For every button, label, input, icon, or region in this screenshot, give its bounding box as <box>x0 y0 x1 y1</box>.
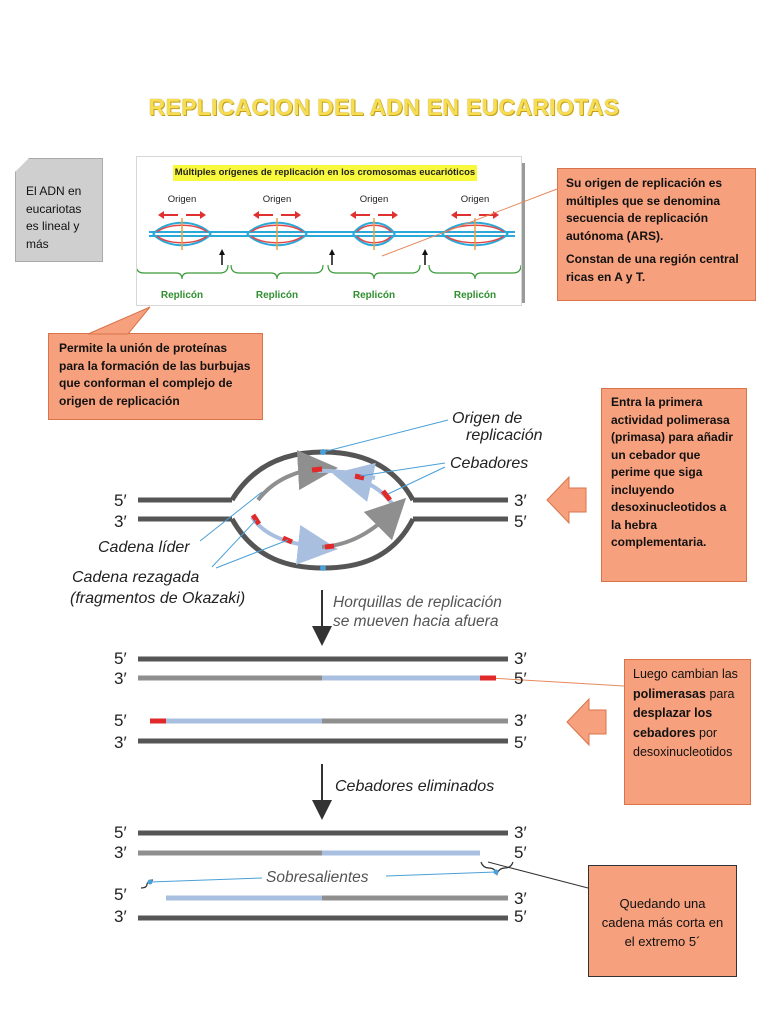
label-5-f: 5′ <box>514 733 527 752</box>
note-ars-text-1: Su origen de replicación es múltiples qu… <box>566 176 723 243</box>
label-3-b: 3′ <box>514 491 527 510</box>
fork-arrowhead-left <box>158 211 164 219</box>
pointer-line-corta <box>487 861 589 889</box>
label-5-g: 5′ <box>114 823 127 842</box>
label-3-a: 3′ <box>114 512 127 531</box>
label-5-h: 5′ <box>514 843 527 862</box>
fork-arrowhead-left <box>253 211 259 219</box>
note-adn-lineal: El ADN en eucariotas es lineal y más <box>15 158 103 262</box>
label-horquillas-2: se mueven hacia afuera <box>333 613 499 630</box>
end-labels: 5′ 3′ 3′ 5′ 5′ 3′ 3′ 5′ 5′ 3′ 3′ 5′ 5′ 3… <box>114 491 527 926</box>
pointer-line-ars <box>381 188 558 257</box>
strands-after-forks <box>138 656 508 744</box>
label-5-d: 5′ <box>514 669 527 688</box>
fork-arrowhead-right <box>295 211 301 219</box>
label-3-i: 3′ <box>114 907 127 926</box>
label-5-c: 5′ <box>114 649 127 668</box>
figure-multiple-origins: Múltiples orígenes de replicación en los… <box>136 156 525 306</box>
page-title: REPLICACION DEL ADN EN EUCARIOTAS <box>148 94 620 120</box>
note-ars-text-2: Constan de una región central ricas en A… <box>566 252 739 284</box>
replicon-brace <box>230 264 324 280</box>
fork-arrowhead-right <box>200 211 206 219</box>
fork-arrowhead-left <box>451 211 457 219</box>
label-3-c: 3′ <box>114 669 127 688</box>
replicon-label: Replicón <box>454 290 496 301</box>
origin-label: Origen <box>461 194 490 205</box>
figure-header: Múltiples orígenes de replicación en los… <box>173 165 477 181</box>
label-cadena-rezagada-1: Cadena rezagada <box>72 569 199 586</box>
note-polimerasas: Luego cambian las polimerasas para despl… <box>624 659 751 805</box>
replicon-label: Replicón <box>161 290 203 301</box>
fork-arrowhead-left <box>350 211 356 219</box>
replicon-label: Replicón <box>256 290 298 301</box>
label-cadena-lider: Cadena líder <box>98 539 190 556</box>
replicon-brace <box>327 264 421 280</box>
label-5-e: 5′ <box>114 711 127 730</box>
origin-label: Origen <box>360 194 389 205</box>
replicon-brace <box>137 264 229 280</box>
note-proteinas: Permite la unión de proteínas para la fo… <box>48 333 263 420</box>
replicon-brace <box>428 264 521 280</box>
label-3-e: 3′ <box>114 733 127 752</box>
label-cebadores-eliminados: Cebadores eliminados <box>335 778 494 795</box>
label-5-b: 5′ <box>514 512 527 531</box>
label-cadena-rezagada-2: (fragmentos de Okazaki) <box>70 590 245 607</box>
callout-pointer-proteinas <box>87 306 151 335</box>
label-5-i: 5′ <box>114 885 127 904</box>
between-arrowhead <box>329 249 335 255</box>
polimerasas-text-4: desplazar los cebadores <box>633 706 713 740</box>
figure-shadow <box>522 163 525 303</box>
label-3-j: 3′ <box>514 889 527 908</box>
origin-label: Origen <box>263 194 292 205</box>
label-5-a: 5′ <box>114 491 127 510</box>
block-arrow-2 <box>566 697 607 747</box>
label-3-h: 3′ <box>514 823 527 842</box>
replication-bubble <box>138 419 508 571</box>
polimerasas-text-3: para <box>705 686 735 701</box>
note-primasa: Entra la primera actividad polimerasa (p… <box>601 388 747 582</box>
note-cadena-corta: Quedando una cadena más corta en el extr… <box>588 865 737 977</box>
note-ars: Su origen de replicación es múltiples qu… <box>557 168 756 301</box>
between-arrowhead <box>219 249 225 255</box>
pointer-line-polimerasas <box>489 677 625 687</box>
strands-primers-removed <box>138 830 514 921</box>
block-arrow-1 <box>546 475 587 525</box>
label-3-f: 3′ <box>514 711 527 730</box>
label-origen-1: Origen de <box>452 410 522 427</box>
origin-label: Origen <box>168 194 197 205</box>
label-origen-2: replicación <box>466 427 543 444</box>
between-arrowhead <box>422 249 428 255</box>
label-5-j: 5′ <box>514 907 527 926</box>
label-3-g: 3′ <box>114 843 127 862</box>
label-horquillas-1: Horquillas de replicación <box>333 594 502 611</box>
fork-arrowhead-right <box>392 211 398 219</box>
replicon-label: Replicón <box>353 290 395 301</box>
label-sobresalientes: Sobresalientes <box>266 869 369 886</box>
polimerasas-text-5: por desoxinucleotidos <box>633 725 733 760</box>
label-3-d: 3′ <box>514 649 527 668</box>
polimerasas-text-1: Luego cambian las <box>633 667 738 681</box>
polimerasas-text-2: polimerasas <box>633 686 706 701</box>
label-cebadores: Cebadores <box>450 455 528 472</box>
